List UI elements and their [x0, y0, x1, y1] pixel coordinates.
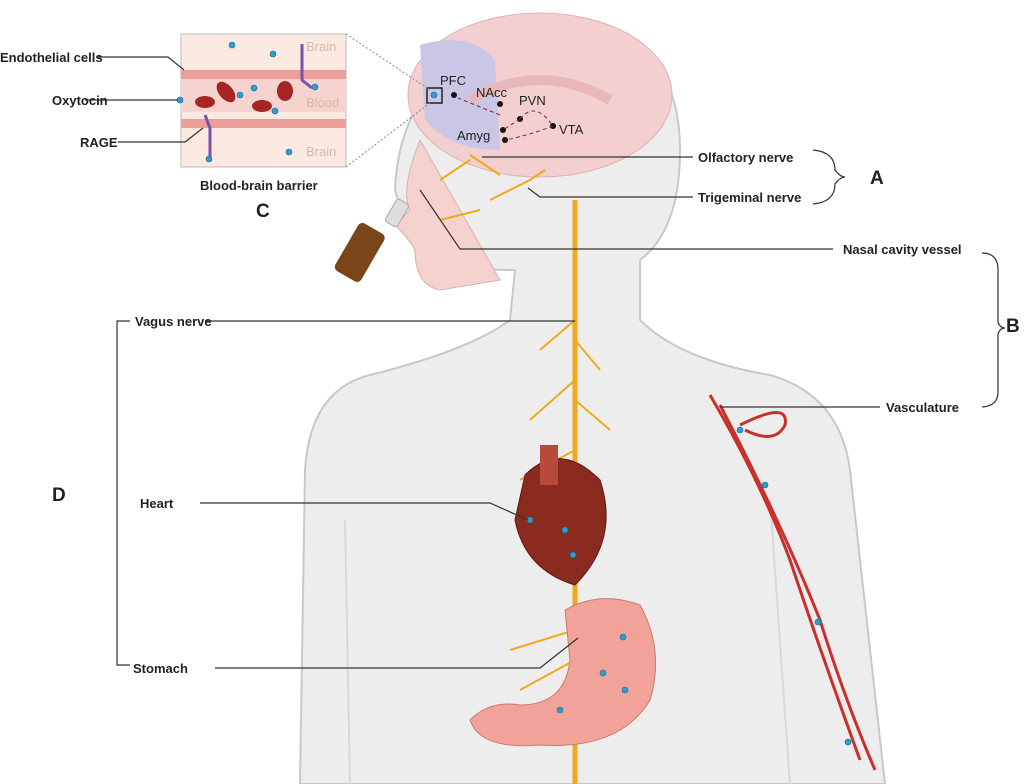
- olfactory-nerve-label: Olfactory nerve: [698, 150, 793, 165]
- pvn-label: PVN: [519, 93, 546, 108]
- oxytocin-label: Oxytocin: [52, 93, 108, 108]
- leader-lines: [85, 56, 1006, 669]
- panel-b-label: B: [1006, 316, 1020, 337]
- arm-vasculature: [708, 394, 877, 771]
- rage-receptor: [300, 44, 313, 90]
- blood-brain-barrier-inset: Brain Blood Brain: [176, 33, 347, 168]
- zoom-guide-lines: [345, 33, 431, 168]
- trigeminal-nerve-label: Trigeminal nerve: [698, 190, 801, 205]
- nasal-spray-bottle: [334, 198, 409, 282]
- amyg-label: Amyg: [457, 128, 490, 143]
- stomach: [469, 598, 657, 747]
- endothelial-cells-label: Endothelial cells: [0, 50, 103, 65]
- panel-c-label: C: [256, 201, 270, 222]
- pfc-highlight-box: [426, 87, 443, 104]
- stomach-label: Stomach: [133, 661, 188, 676]
- nacc-label: NAcc: [476, 85, 508, 100]
- panel-d-label: D: [52, 485, 66, 506]
- pfc-label: PFC: [440, 73, 466, 88]
- face: [394, 138, 501, 291]
- inset-blood-label: Blood: [306, 95, 339, 110]
- vagus-nerve-label: Vagus nerve: [135, 314, 212, 329]
- vta-label: VTA: [559, 122, 584, 137]
- brain: [407, 12, 673, 178]
- nasal-cavity-vessel-label: Nasal cavity vessel: [843, 242, 962, 257]
- heart: [514, 445, 607, 586]
- heart-label: Heart: [140, 496, 174, 511]
- inset-brain-bottom-label: Brain: [306, 144, 336, 159]
- inset-brain-top-label: Brain: [306, 39, 336, 54]
- pfc-region: [420, 40, 500, 150]
- vasculature-label: Vasculature: [886, 400, 959, 415]
- rage-label: RAGE: [80, 135, 118, 150]
- panel-a-label: A: [870, 168, 884, 189]
- blood-brain-barrier-label: Blood-brain barrier: [200, 178, 318, 193]
